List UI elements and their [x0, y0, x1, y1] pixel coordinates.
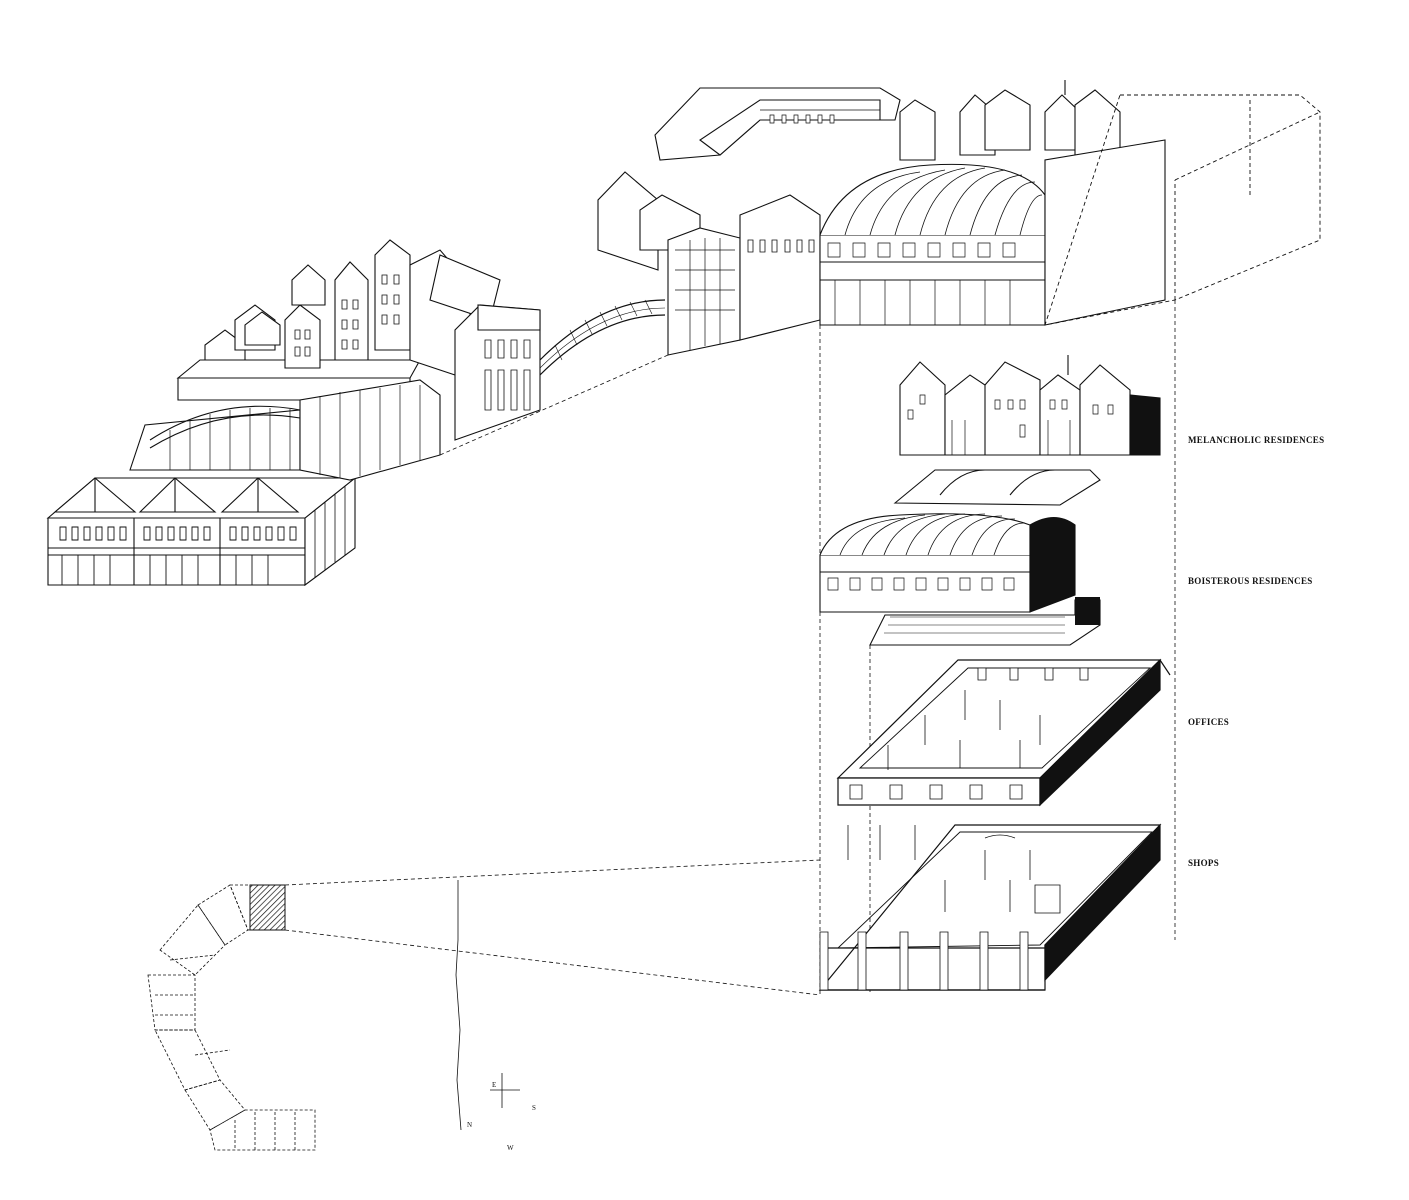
compass-icon — [490, 1073, 520, 1108]
compass-e: E — [492, 1081, 497, 1089]
compass-n: N — [467, 1121, 473, 1129]
left-building-block — [48, 240, 665, 585]
compass-s: S — [532, 1104, 536, 1112]
label-shops: SHOPS — [1188, 858, 1220, 868]
layer-boisterous-residences — [820, 514, 1100, 645]
label-melancholic-residences: MELANCHOLIC RESIDENCES — [1188, 435, 1325, 445]
site-plan-highlight — [250, 885, 285, 930]
layer-shops — [820, 825, 1160, 990]
main-building-block — [598, 80, 1320, 355]
label-offices: OFFICES — [1188, 717, 1230, 727]
layer-melancholic-residences — [895, 355, 1160, 505]
site-boundary-line — [456, 880, 461, 1130]
site-plan — [148, 885, 315, 1150]
layer-offices — [838, 660, 1170, 860]
compass-w: W — [507, 1144, 514, 1152]
label-boisterous-residences: BOISTEROUS RESIDENCES — [1188, 576, 1313, 586]
projection-lines — [285, 300, 1175, 995]
